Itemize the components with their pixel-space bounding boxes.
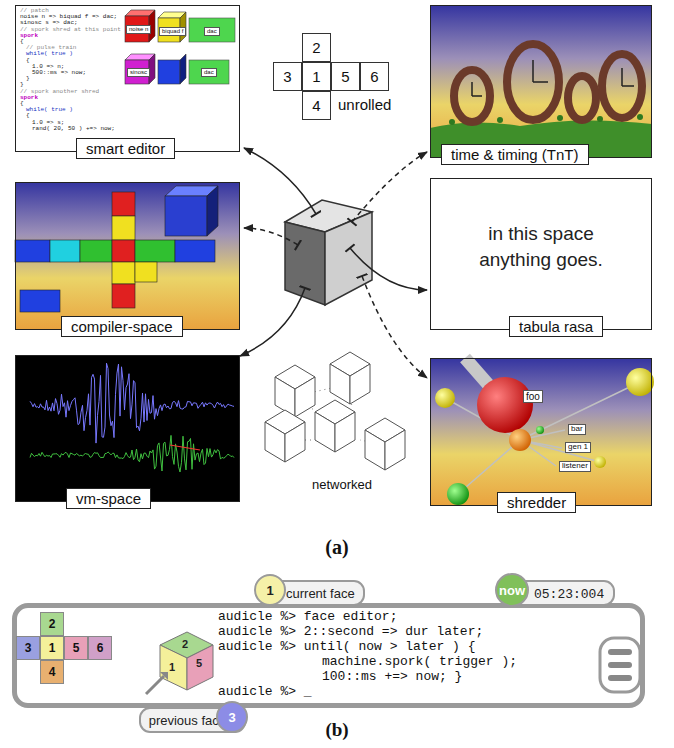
- face-number: 3: [25, 641, 32, 655]
- code-line: {: [20, 39, 24, 46]
- object-tag: biquad f: [159, 27, 186, 36]
- face-square: 3: [16, 636, 40, 660]
- code-line: {: [26, 58, 30, 65]
- face-square: 1: [40, 636, 64, 660]
- pill-text: current face: [286, 586, 355, 601]
- object-tag: gen 1: [565, 442, 591, 453]
- console-bar: audicle %> face editor;audicle %> 2::sec…: [12, 603, 645, 708]
- face-square: 1: [302, 62, 331, 91]
- face-number: 1: [49, 641, 56, 655]
- cube-face: [335, 412, 355, 452]
- face-circle: 3: [216, 701, 248, 733]
- object-tag: dac: [201, 68, 217, 77]
- code-line: 500::ms => now;: [32, 70, 86, 77]
- console-line: machine.spork( trigger );: [322, 654, 517, 669]
- panel-caption: time & timing (TnT): [441, 144, 589, 165]
- panel-caption: shredder: [497, 492, 576, 513]
- face-square: 4: [40, 660, 64, 684]
- face-square: 2: [302, 33, 331, 62]
- face-number: 5: [73, 641, 80, 655]
- code-line: }: [26, 76, 30, 83]
- face-number: 5: [196, 657, 202, 669]
- cube-face: [330, 364, 350, 404]
- face-square: 5: [64, 636, 88, 660]
- face-number: 1: [312, 68, 320, 85]
- face-square: 5: [331, 62, 360, 91]
- view-panel: in this space anything goes.tabula rasa: [430, 178, 652, 330]
- cube-face: [285, 422, 305, 462]
- face-square: 2: [40, 612, 64, 636]
- panel-caption: compiler-space: [61, 316, 183, 337]
- code-line: while( true ): [26, 51, 73, 58]
- circle-text: 3: [228, 710, 235, 725]
- object-tag: foo: [523, 390, 543, 403]
- face-circle: now: [495, 573, 529, 607]
- object-tag: sinosc: [127, 68, 150, 77]
- panel-caption: smart editor: [76, 138, 175, 159]
- face-number: 2: [312, 39, 320, 56]
- code-line: while( true ): [26, 107, 73, 114]
- view-panel: shredder: [430, 358, 652, 506]
- subfigure-label: (a): [325, 536, 348, 558]
- cube-face: [315, 412, 335, 452]
- console-line: 100::ms +=> now; }: [322, 669, 462, 684]
- code-line: {: [20, 101, 24, 108]
- console-line: audicle %> face editor;: [218, 609, 397, 624]
- cube-face: [265, 422, 285, 462]
- face-square: 4: [302, 91, 331, 120]
- pill-text: 05:23:004: [534, 587, 604, 602]
- circle-text: 1: [266, 583, 273, 598]
- console-line: audicle %> 2::second => dur later;: [218, 624, 483, 639]
- face-number: 6: [370, 68, 378, 85]
- object-tag: bar: [568, 424, 586, 435]
- cube-face: [385, 430, 405, 470]
- panel-caption: tabula rasa: [509, 316, 603, 337]
- view-panel: compiler-space: [15, 182, 240, 330]
- face-square: 6: [88, 636, 112, 660]
- face-square: 3: [273, 62, 302, 91]
- face-number: 2: [49, 617, 56, 631]
- console-line: audicle %> _: [218, 684, 312, 699]
- face-circle: 1: [254, 574, 286, 606]
- figure-label: networked: [312, 478, 372, 492]
- cube-face: [350, 364, 370, 404]
- face-number: 4: [312, 97, 320, 114]
- cube-face: [365, 430, 385, 470]
- face-number: 2: [182, 638, 188, 650]
- panel-text: in this space anything goes.: [451, 221, 631, 272]
- view-panel: time & timing (TnT): [430, 5, 652, 158]
- face-square: 6: [360, 62, 389, 91]
- circle-text: now: [499, 583, 525, 598]
- face-number: 1: [169, 661, 175, 673]
- subfigure-label: (b): [325, 720, 348, 741]
- face-number: 6: [97, 641, 104, 655]
- object-tag: listener: [559, 461, 591, 472]
- code-line: {: [26, 113, 30, 120]
- console-line: audicle %> until( now > later ) {: [218, 639, 475, 654]
- code-line: rand( 20, 50 ) +=> now;: [32, 126, 115, 133]
- pill-text: previous face: [149, 713, 226, 728]
- object-tag: noise n: [126, 25, 151, 34]
- face-number: 3: [283, 68, 291, 85]
- face-number: 4: [49, 665, 56, 679]
- view-panel: vm-space: [15, 355, 240, 502]
- face-number: 5: [341, 68, 349, 85]
- object-tag: dac: [204, 27, 220, 36]
- panel-caption: vm-space: [66, 488, 151, 509]
- cube-face: [295, 377, 315, 417]
- figure-label: unrolled: [338, 97, 391, 114]
